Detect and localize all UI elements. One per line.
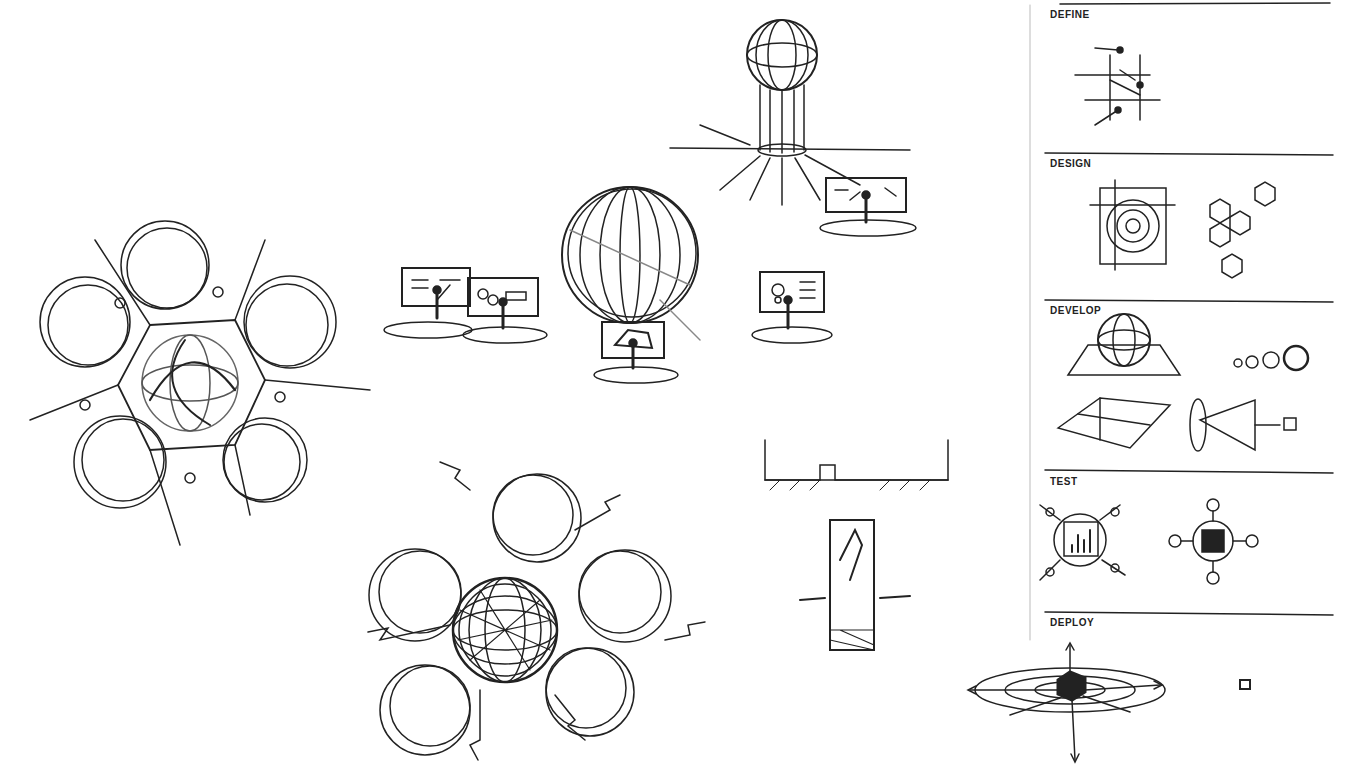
phase-heading: DEPLOY: [1048, 617, 1096, 628]
studio-scene: [384, 20, 916, 383]
phase-heading: TEST: [1048, 476, 1080, 487]
bottom-flower: [368, 462, 705, 760]
left-flower: [30, 221, 370, 545]
phase-heading: DEFINE: [1048, 9, 1092, 20]
process-panel: [968, 3, 1333, 762]
phase-heading: DESIGN: [1048, 158, 1093, 169]
section-detail: [765, 440, 948, 650]
phase-heading: DEVELOP: [1048, 305, 1103, 316]
